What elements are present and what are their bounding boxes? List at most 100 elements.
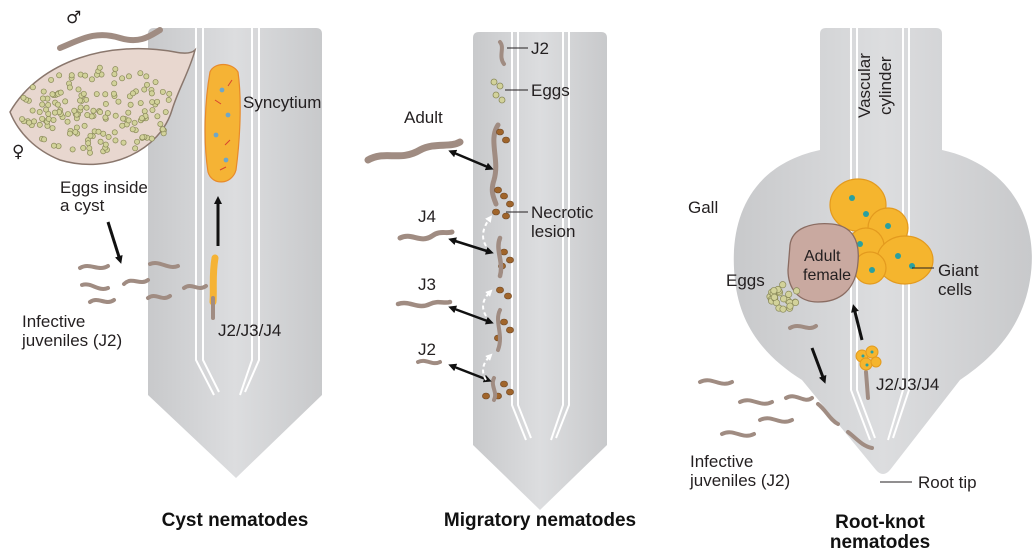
egg [98,139,103,144]
egg [76,87,81,92]
egg [771,294,777,300]
eggs-label: Eggs [531,81,570,100]
egg [150,99,155,104]
egg [120,123,125,128]
cyst-title: Cyst nematodes [125,510,345,532]
female-symbol-icon: ♀ [12,142,24,162]
necrotic-label-2: lesion [531,222,575,241]
root-tip-label: Root tip [918,473,977,492]
egg [112,72,117,77]
nematode-j2-inside [493,378,495,400]
egg [19,116,24,121]
j2-label: J2 [418,340,436,359]
egg [120,116,125,121]
egg [37,122,42,127]
egg [167,91,172,96]
nematode-j3-outside [398,302,450,306]
egg [51,117,56,122]
egg [85,112,90,117]
egg [112,81,117,86]
egg [166,97,171,102]
egg [105,111,110,116]
egg [126,118,131,123]
egg [86,141,91,146]
egg [126,74,131,79]
giant-cells-label-1: Giant [938,261,979,280]
egg [67,85,72,90]
egg [84,105,89,110]
rootknot-title-1: Root-knot [790,512,970,534]
egg [89,77,94,82]
egg [57,73,62,78]
egg [77,98,82,103]
rootknot-stages-label: J2/J3/J4 [876,375,939,394]
necrotic-spot [492,209,499,215]
j2-top-label: J2 [531,39,549,58]
necrotic-spot [500,319,507,325]
egg [112,130,117,135]
eggs-inside-cyst-label-2: a cyst [60,196,104,215]
egg [787,303,793,309]
egg [138,100,143,105]
egg [103,142,108,147]
egg [149,91,154,96]
egg [780,282,786,288]
egg [144,82,149,87]
egg [81,145,86,150]
adult-female-label-2: female [803,266,851,285]
egg [133,146,138,151]
egg [51,143,56,148]
egg [43,107,48,112]
egg [96,129,101,134]
egg [26,120,31,125]
egg [149,136,154,141]
egg [142,109,147,114]
rootknot-title-2: nematodes [790,532,970,554]
egg [37,109,42,114]
egg [40,116,45,121]
adult-female-label-1: Adult [804,247,840,266]
egg [126,110,131,115]
egg [106,134,111,139]
necrotic-spot [506,389,513,395]
egg [134,139,139,144]
nematode-j2-outside [418,361,440,363]
necrotic-spot [496,287,503,293]
egg [40,102,45,107]
egg [792,299,798,305]
egg [155,99,160,104]
giant-cells-label-2: cells [938,280,972,299]
egg [103,92,108,97]
egg [785,291,791,297]
necrotic-spot [506,201,513,207]
migratory-root [473,32,607,510]
j3-label: J3 [418,275,436,294]
male-nematode [60,30,160,48]
egg [91,108,96,113]
rootknot-infective-label-2: juveniles (J2) [690,471,790,490]
syncytium-label: Syncytium [243,93,321,112]
necrotic-label-1: Necrotic [531,203,593,222]
necrotic-spot [482,393,489,399]
rootknot-infective-label-1: Infective [690,452,753,471]
egg [153,79,158,84]
egg [69,73,74,78]
egg [87,150,92,155]
necrotic-spot [502,137,509,143]
egg [158,121,163,126]
egg [40,96,45,101]
nematode-j3-inside [498,310,500,350]
stages-label: J2/J3/J4 [218,321,281,340]
egg [113,113,118,118]
gall-label: Gall [688,198,718,217]
egg [21,95,26,100]
migratory-panel [368,32,607,510]
egg [780,296,786,302]
egg [163,109,168,114]
egg [155,114,160,119]
necrotic-spot [496,129,503,135]
infective-juveniles-label-2: juveniles (J2) [22,331,122,350]
egg [121,140,126,145]
egg [142,87,147,92]
egg [160,127,165,132]
